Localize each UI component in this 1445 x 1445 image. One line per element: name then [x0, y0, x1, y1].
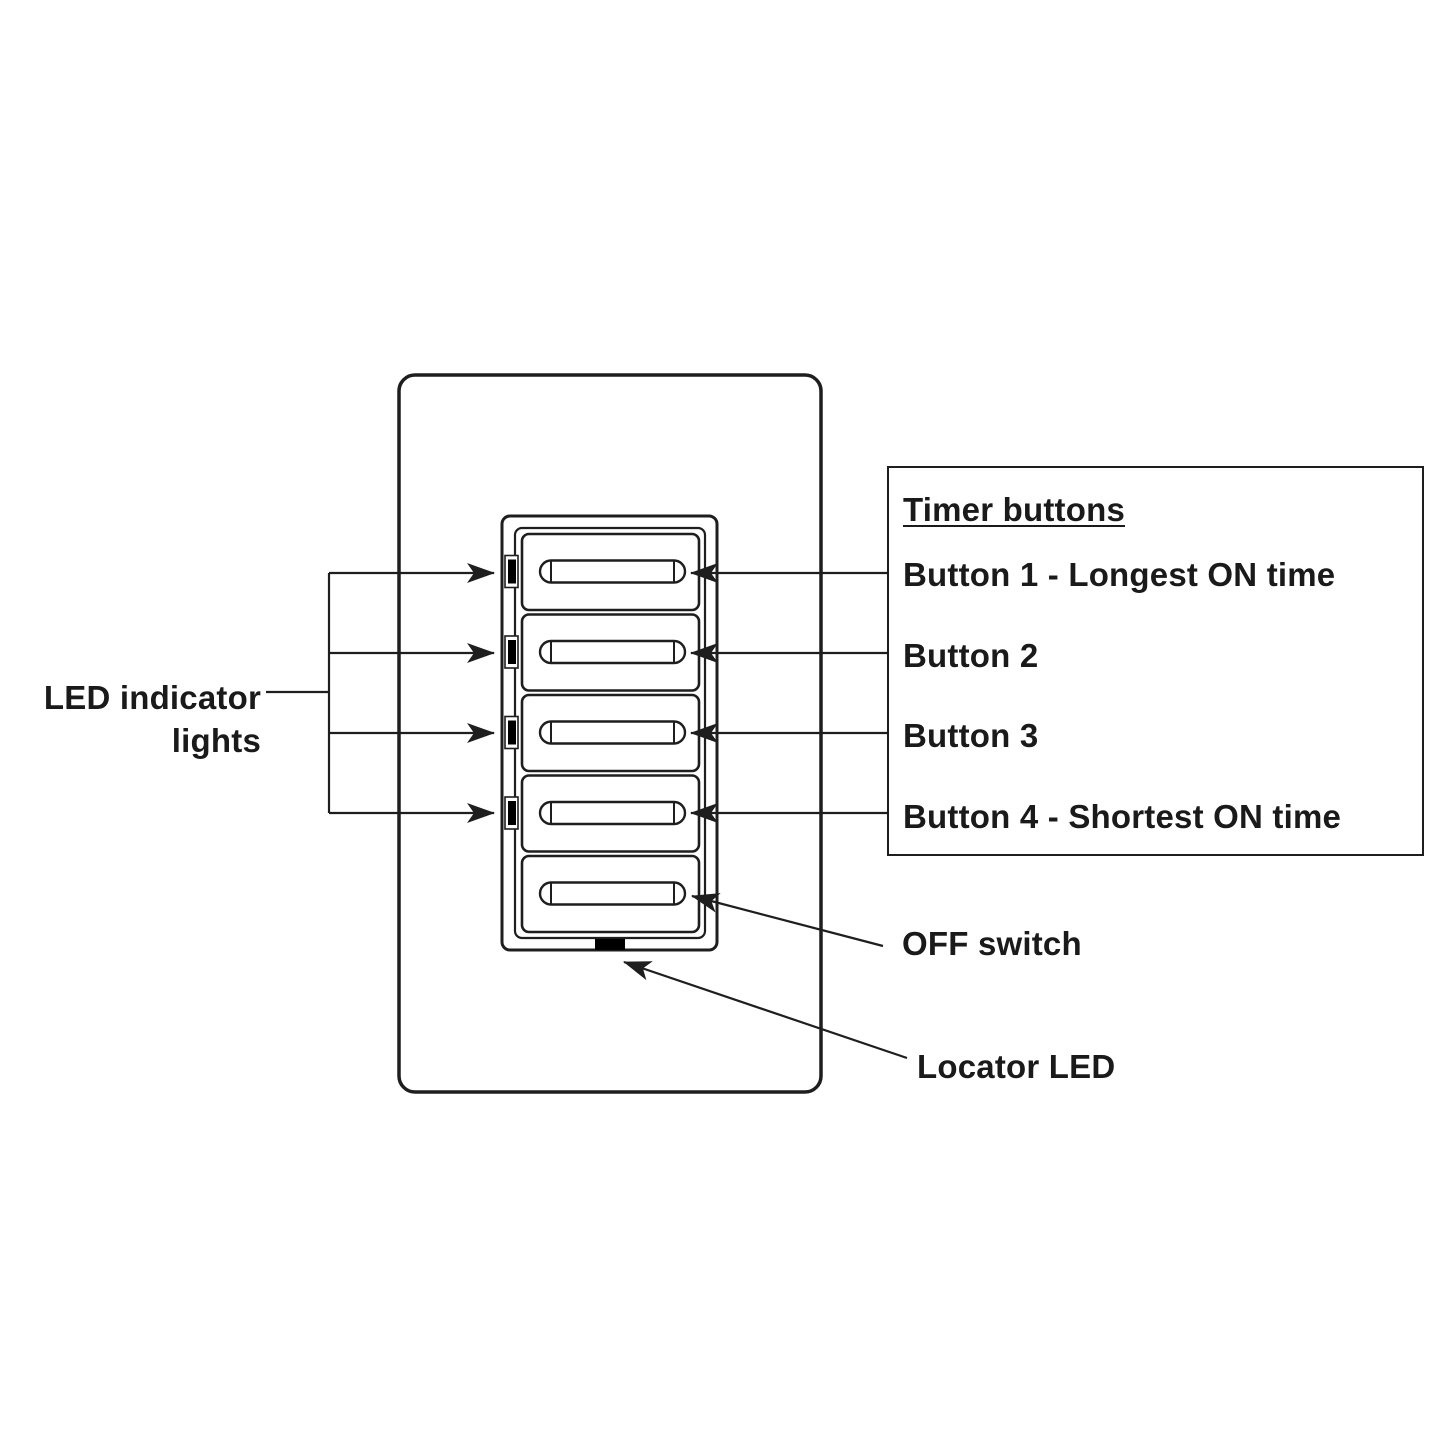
- led-indicator-label-line2: lights: [171, 722, 261, 759]
- timer-button-arrows: [690, 563, 888, 823]
- legend-box: [887, 466, 1424, 856]
- led-light: [508, 559, 516, 584]
- led-arrows: [329, 563, 495, 823]
- legend-item-button-2: Button 2: [903, 637, 1039, 674]
- timer-button-2[interactable]: [520, 613, 701, 692]
- indicator-led-4: [504, 796, 519, 830]
- legend-item-button-4: Button 4 - Shortest ON time: [903, 798, 1342, 835]
- led-light: [508, 640, 516, 664]
- button-slot: [538, 639, 687, 665]
- led-callout-bracket: [266, 563, 495, 823]
- led-light: [508, 801, 516, 825]
- locator-led-label: Locator LED: [917, 1048, 1116, 1085]
- legend-item-button-3: Button 3: [903, 717, 1039, 754]
- button-slot: [538, 559, 687, 584]
- locator-led-arrow: [623, 960, 908, 1060]
- indicator-led-3: [504, 715, 519, 750]
- timer-button-4[interactable]: [520, 774, 701, 853]
- indicator-led-2: [504, 635, 519, 669]
- button-slot: [538, 800, 687, 826]
- indicator-led-1: [504, 554, 519, 589]
- off-switch-label: OFF switch: [902, 925, 1082, 962]
- timer-button-1[interactable]: [520, 532, 701, 612]
- off-switch-button[interactable]: [520, 854, 701, 934]
- button-slot: [538, 720, 687, 745]
- led-indicator-label: LED indicator lights: [16, 676, 261, 762]
- off-switch-arrow: [691, 893, 884, 948]
- button-slot: [538, 881, 687, 906]
- indicator-led-column: [504, 554, 519, 830]
- legend-heading: Timer buttons: [903, 491, 1125, 528]
- timer-button-3[interactable]: [520, 693, 701, 773]
- button-column: [520, 532, 701, 934]
- led-indicator-label-line1: LED indicator: [43, 679, 261, 716]
- led-light: [508, 720, 516, 745]
- legend-item-button-1: Button 1 - Longest ON time: [903, 556, 1336, 593]
- locator-led: [595, 939, 625, 950]
